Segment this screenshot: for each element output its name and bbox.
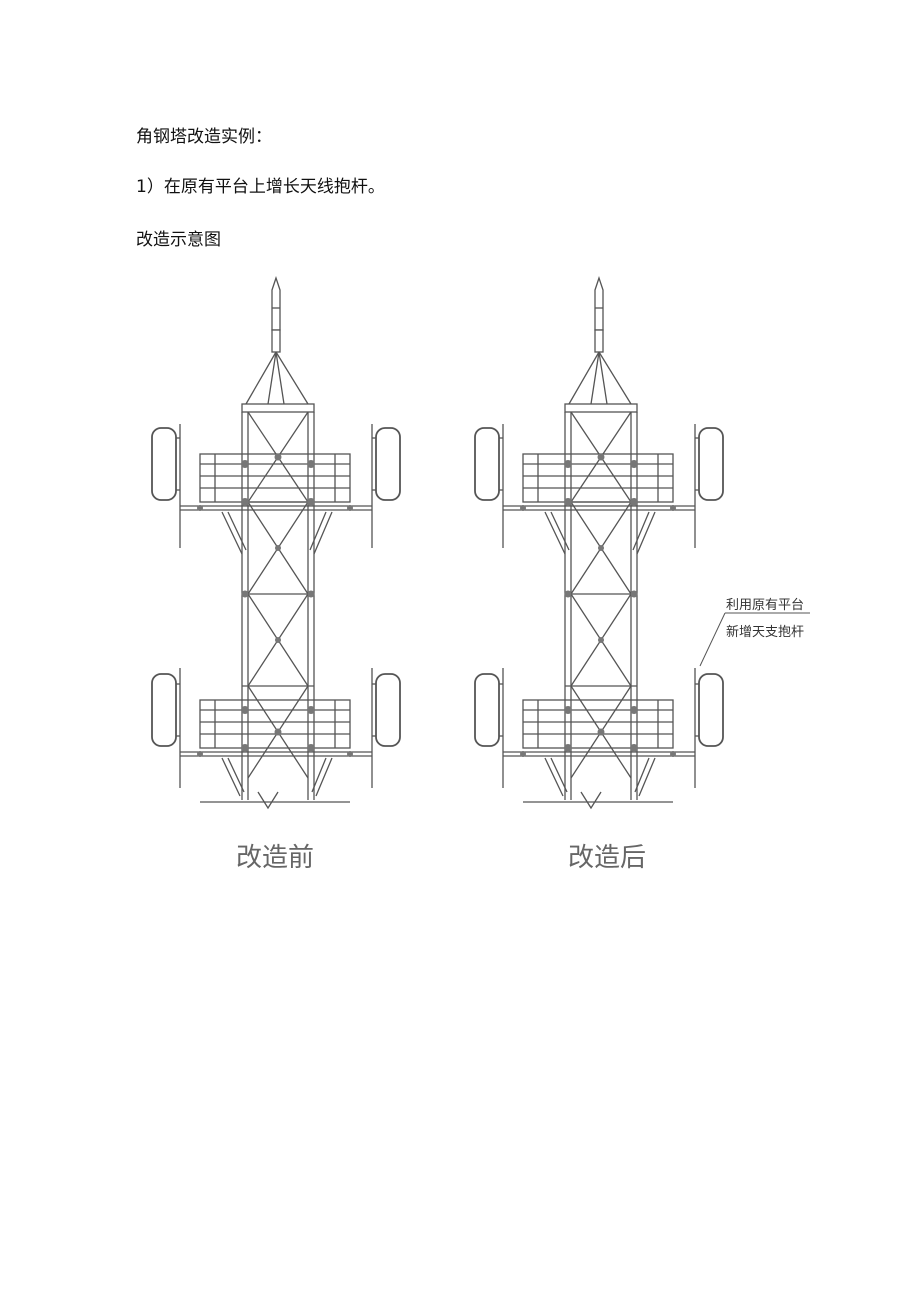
annotation-line-2: 新增天支抱杆: [726, 624, 804, 640]
heading: 角钢塔改造实例：: [136, 127, 272, 147]
caption-before: 改造前: [236, 843, 314, 873]
caption-after: 改造后: [568, 843, 646, 873]
tower-diagram: 利用原有平台 新增天支抱杆 改造前 改造后: [151, 277, 810, 873]
list-item-1: 1）在原有平台上增长天线抱杆。: [136, 176, 385, 198]
list-text: 在原有平台上增长天线抱杆。: [163, 177, 385, 197]
figure-title: 改造示意图: [136, 230, 221, 250]
annotation-line-1: 利用原有平台: [726, 598, 804, 613]
tower-after: [474, 277, 724, 809]
tower-before: [151, 277, 401, 809]
list-number: 1）: [136, 177, 164, 197]
annotation-leader: [699, 612, 726, 667]
